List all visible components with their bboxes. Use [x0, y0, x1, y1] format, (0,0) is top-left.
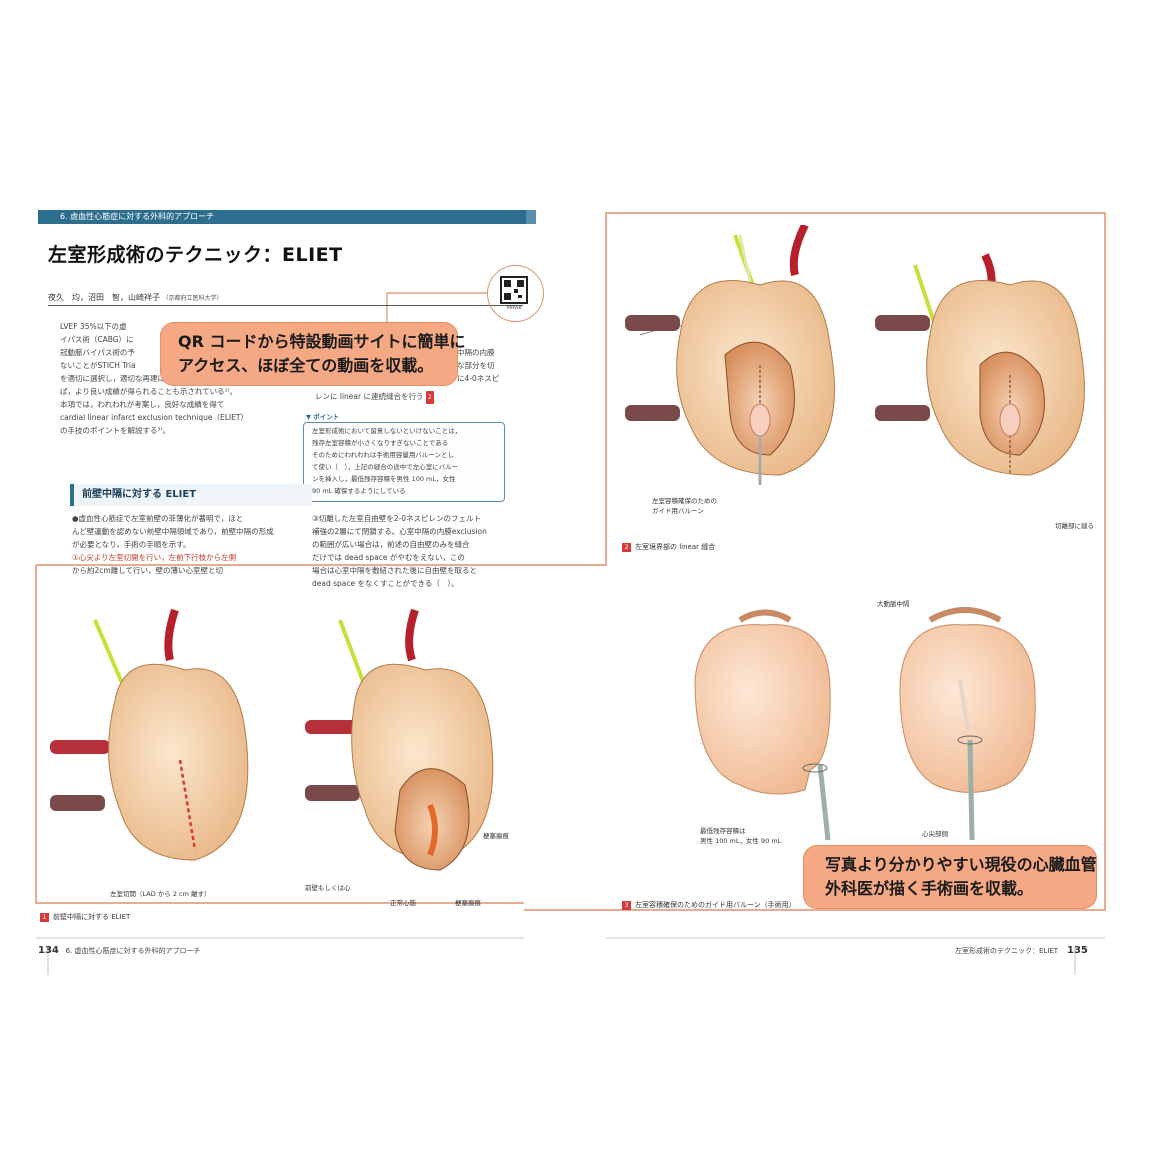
- balloon-a: [694, 609, 831, 841]
- fig1-label-incision: 左室切開（LAD から 2 cm 離す）: [110, 890, 211, 898]
- fig1-label-scar: 梗塞瘢痕: [455, 899, 481, 907]
- callout-illustrations: 写真より分かりやすい現役の心臓血管 外科医が描く手術画を収載。: [803, 845, 1097, 909]
- fig1-label-wall: 前壁もしくは心: [305, 884, 351, 892]
- step-text: ●虚血性心筋症で左室前壁の菲薄化が著明で，ほと んど壁運動を認めない前壁中隔領域…: [72, 514, 274, 575]
- figure-ref-badge: 2: [425, 391, 434, 404]
- fig1-label-scar-2: 梗塞瘢痕: [483, 832, 509, 840]
- right-footer: 左室形成術のテクニック：ELIET 135: [955, 945, 1088, 956]
- balloon-b: [899, 607, 1036, 841]
- figure1-illustration: [50, 608, 494, 871]
- figure-number-badge: 2: [622, 542, 631, 552]
- qr-label: Movie: [506, 305, 522, 311]
- figure-number-badge: 1: [40, 912, 49, 922]
- fig2-label-balloon-2: ガイド用バルーン: [652, 507, 704, 515]
- author-affiliation: （京都府立医科大学）: [162, 295, 223, 302]
- point-box: 左室形成術において留意しないといけないことは， 残存左室容積が小さくなりすぎない…: [303, 422, 505, 502]
- fig2-label-suture: 切離部に縫る: [1055, 522, 1094, 530]
- lower-right-text: ③切離した左室自由壁を2-0ネスピレンのフェルト 補強の2層にて閉鎖する。心室中…: [312, 514, 487, 588]
- fig2-label-balloon-1: 左室容積確保のための: [652, 497, 717, 505]
- fig3-label-volume-1: 最低残存容積は: [700, 827, 746, 835]
- fig3-label-volume-2: 男性 100 mL，女性 90 mL: [700, 837, 782, 845]
- right-col-text-2: レンに linear に連続縫合を行う 2: [315, 390, 515, 404]
- figure3-illustration: [694, 607, 1036, 841]
- callout-qr: QR コードから特設動画サイトに簡単に アクセス、ほぼ全ての動画を収載。: [160, 322, 466, 386]
- section-strip: 6. 虚血性心筋症に対する外科的アプローチ: [38, 210, 536, 224]
- left-footer: 134 6. 虚血性心筋症に対する外科的アプローチ: [38, 945, 200, 956]
- intro-text: LVEF 35%以下の虚 イパス術（CABG）に 冠動脈バイパス術の予 ないこと…: [60, 322, 248, 435]
- left-page-number: 134: [38, 945, 59, 956]
- heart-d: [305, 608, 494, 871]
- page-title: 左室形成術のテクニック：ELIET: [48, 244, 343, 266]
- figure2-illustration: [625, 225, 1085, 485]
- figure-number-badge: 3: [622, 900, 631, 910]
- fig3-label-apex: 心尖部側: [922, 830, 948, 838]
- section-heading: 前壁中隔に対する ELIET: [70, 484, 312, 506]
- author-rule: [48, 305, 523, 306]
- heart-b: [875, 253, 1085, 476]
- right-page-number: 135: [1067, 945, 1088, 956]
- heart-c: [50, 608, 249, 861]
- authors: 夜久 均，沼田 智，山崎祥子 （京都府立医科大学）: [48, 292, 223, 303]
- qr-code-icon[interactable]: [500, 276, 528, 304]
- author-names: 夜久 均，沼田 智，山崎祥子: [48, 293, 160, 302]
- point-label: ▼ ポイント: [306, 413, 340, 421]
- section-label: 6. 虚血性心筋症に対する外科的アプローチ: [60, 212, 215, 221]
- right-col-text: 中隔の内膜 な部分を切 に4-0ネスピ: [457, 348, 500, 383]
- qr-ring: [487, 265, 544, 322]
- right-footer-title: 左室形成術のテクニック：ELIET: [955, 947, 1059, 955]
- fig1-label-normal: 正常心筋: [390, 899, 416, 907]
- heart-a: [625, 225, 835, 485]
- fig3-label-top: 大動脈中隔: [877, 600, 910, 608]
- left-footer-section: 6. 虚血性心筋症に対する外科的アプローチ: [65, 947, 201, 955]
